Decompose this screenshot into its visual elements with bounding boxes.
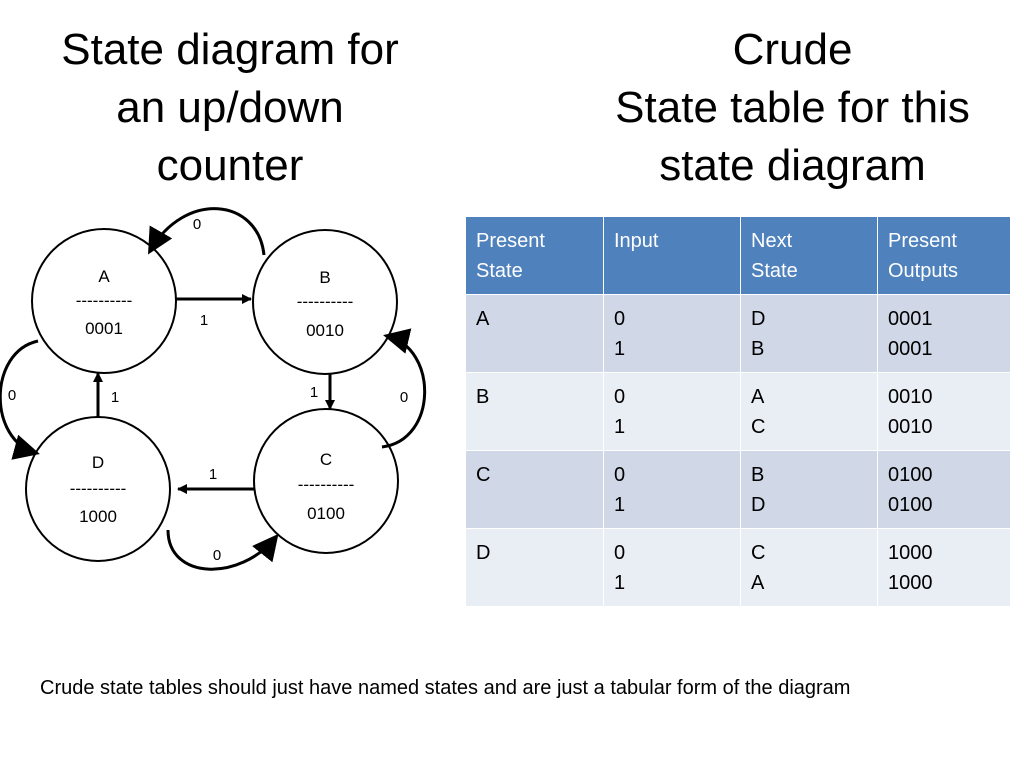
- state-output: 0010: [306, 321, 344, 340]
- transition-d-to-c: 0: [166, 529, 279, 571]
- transition-label: 1: [111, 389, 119, 406]
- title-line: an up/down: [116, 83, 344, 132]
- title-line: counter: [156, 141, 304, 190]
- state-separator: ----------: [298, 475, 355, 494]
- state-separator: ----------: [76, 291, 133, 310]
- state-output: 0001: [85, 319, 123, 338]
- transition-label: 1: [310, 384, 318, 401]
- transition-label: 1: [200, 312, 208, 329]
- state-name: A: [98, 267, 110, 286]
- transition-label: 0: [193, 216, 201, 233]
- state-name: D: [92, 453, 104, 472]
- transition-c-to-b: 0: [381, 328, 427, 449]
- state-separator: ----------: [70, 479, 127, 498]
- title-line: Crude: [732, 25, 853, 74]
- transition-b-to-a: 0: [148, 207, 266, 256]
- title-line: State diagram for: [61, 25, 399, 74]
- cell-state: D: [465, 528, 604, 607]
- state-name: C: [320, 450, 332, 469]
- state-diagram: A ---------- 0001 B ---------- 0010 C --…: [0, 207, 427, 571]
- transition-b-to-c: 1: [310, 374, 335, 410]
- cell-state: A: [465, 294, 604, 373]
- cell-state: B: [465, 372, 604, 451]
- state-node-c: C ---------- 0100: [253, 408, 399, 554]
- cell-state: C: [465, 450, 604, 529]
- transition-a-to-b: 1: [176, 294, 252, 329]
- transition-label: 0: [8, 387, 16, 404]
- transition-c-to-d: 1: [177, 466, 254, 494]
- footnote: Crude state tables should just have name…: [40, 677, 851, 699]
- transition-d-to-a: 1: [93, 372, 119, 417]
- title-line: state diagram: [659, 141, 926, 190]
- title-line: State table for this: [615, 83, 970, 132]
- transition-label: 1: [209, 466, 217, 483]
- state-separator: ----------: [297, 292, 354, 311]
- state-output: 1000: [79, 507, 117, 526]
- transition-label: 0: [213, 547, 221, 564]
- header-input: Input: [603, 216, 741, 295]
- state-node-d: D ---------- 1000: [25, 416, 171, 562]
- transition-label: 0: [400, 389, 408, 406]
- state-name: B: [319, 268, 330, 287]
- state-node-a: A ---------- 0001: [31, 228, 177, 374]
- transition-a-to-d: 0: [0, 339, 40, 460]
- state-node-b: B ---------- 0010: [252, 229, 398, 375]
- state-output: 0100: [307, 504, 345, 523]
- diagram-title: State diagram for an up/down counter: [15, 21, 445, 195]
- table-title: Crude State table for this state diagram: [570, 21, 1015, 195]
